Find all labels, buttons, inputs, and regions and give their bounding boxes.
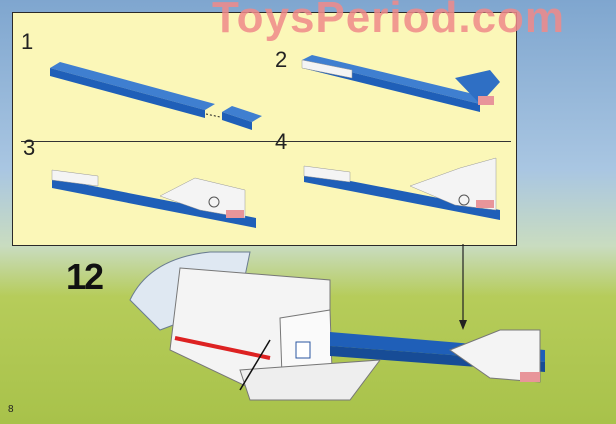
substep-3-number: 3: [23, 135, 36, 160]
substep-2-number: 2: [275, 47, 288, 72]
substep-4-number: 4: [275, 129, 288, 154]
page-number: 8: [8, 404, 14, 415]
substep-4-bricks: [303, 157, 500, 220]
panel-divider: [21, 141, 511, 142]
watermark: ToysPeriod.com: [212, 0, 566, 42]
substeps-panel: 1 2 3 4: [12, 12, 517, 246]
substep-1-number: 1: [21, 29, 34, 54]
substep-1-bricks: [50, 62, 262, 130]
substep-3-bricks: [51, 169, 256, 228]
main-model: [129, 251, 545, 401]
main-step-number: 12: [66, 256, 104, 297]
substep-2-bricks: [301, 55, 500, 112]
assembly-arrow: [459, 244, 467, 330]
